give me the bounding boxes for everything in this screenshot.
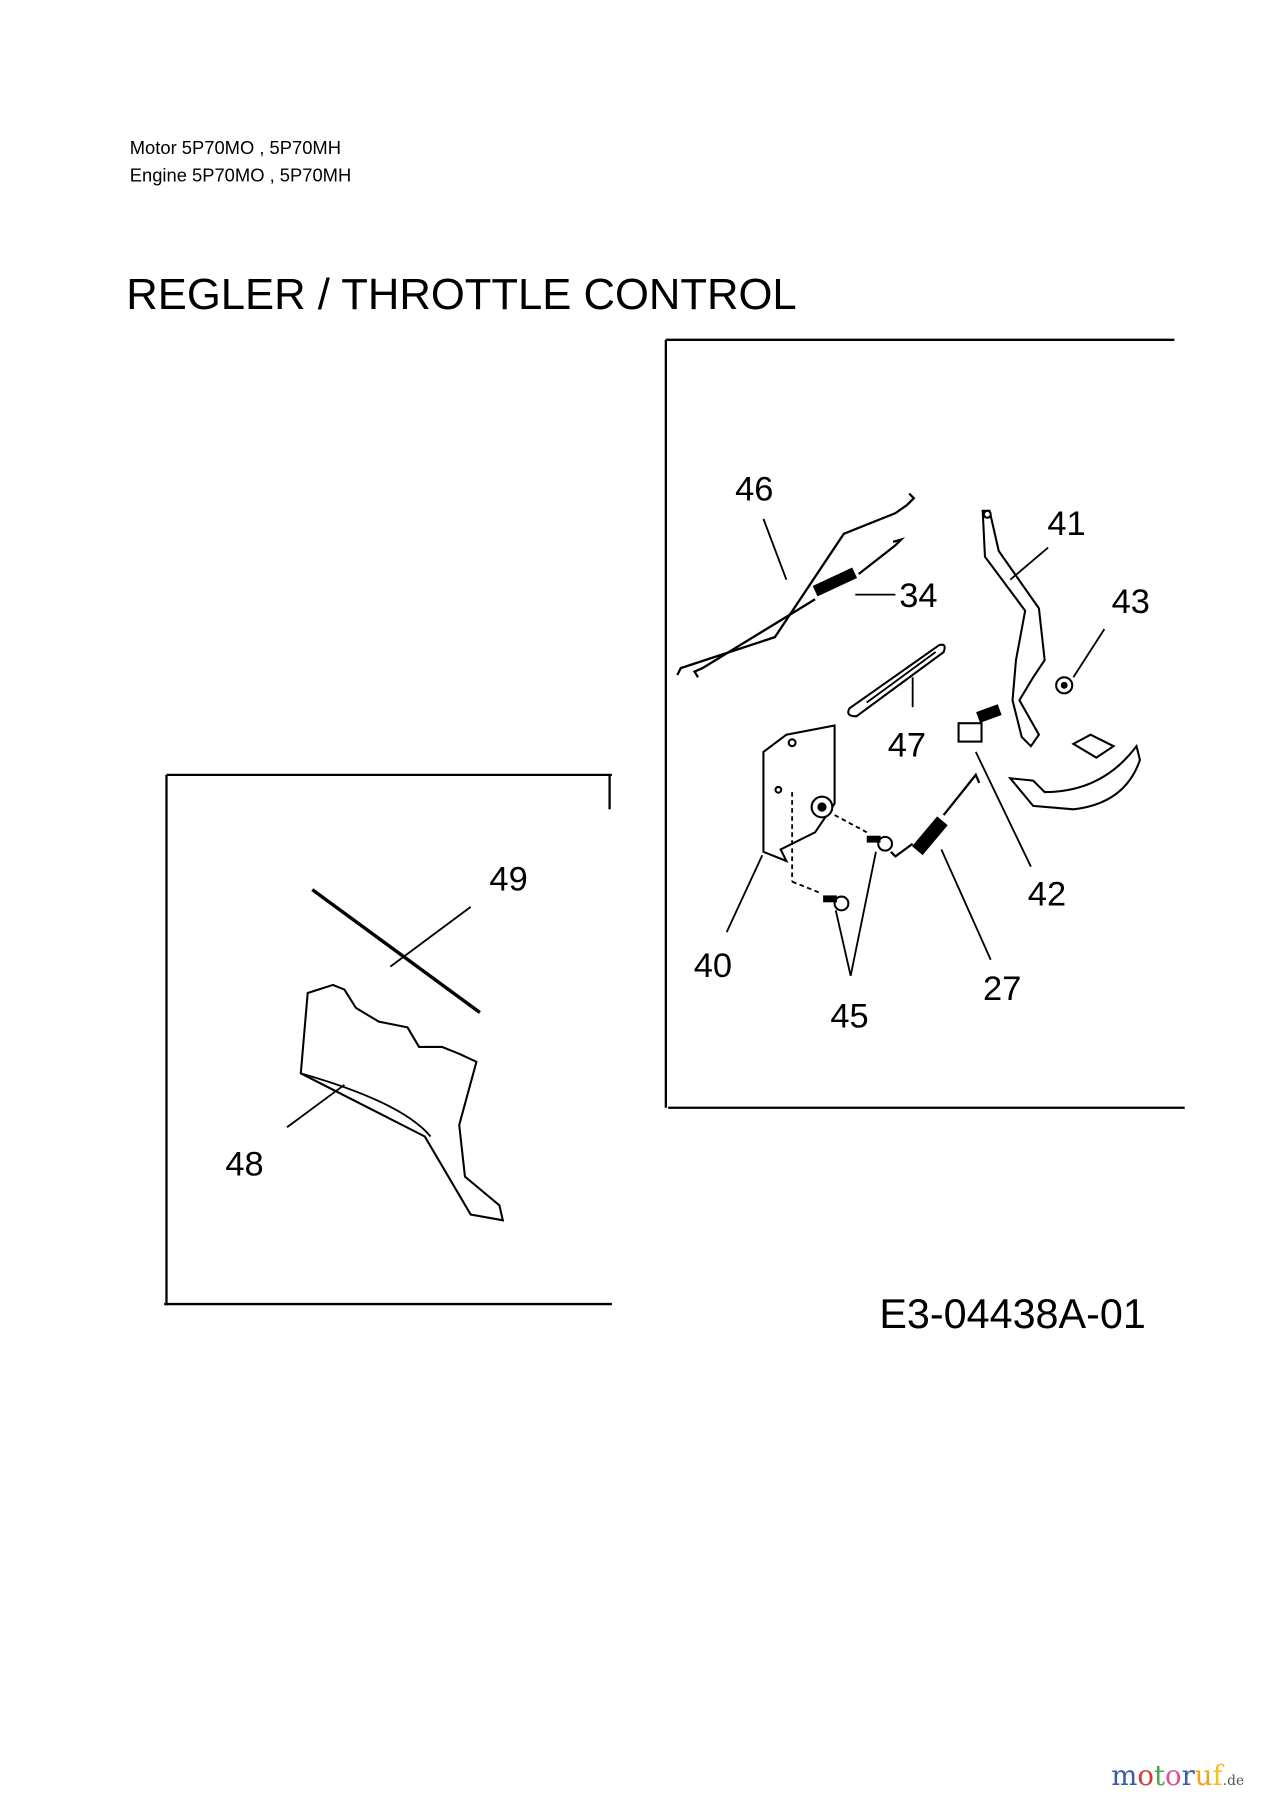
callout-27: 27 — [983, 970, 1021, 1008]
callout-48: 48 — [225, 1145, 263, 1183]
page-title: REGLER / THROTTLE CONTROL — [126, 271, 796, 319]
callout-41: 41 — [1047, 505, 1085, 543]
callout-34: 34 — [899, 577, 937, 615]
part-43-nut — [1055, 676, 1074, 695]
watermark-logo: motoruf.de — [1111, 1760, 1244, 1792]
callout-49: 49 — [489, 861, 527, 899]
part-47-link — [847, 643, 946, 718]
part-34-spring-rod — [692, 537, 906, 678]
callout-45: 45 — [830, 997, 868, 1035]
leader-lines — [286, 518, 1106, 1129]
left-frame — [164, 773, 612, 1306]
svg-text:motoruf.de: motoruf.de — [1111, 1760, 1244, 1792]
part-45-bolts — [823, 835, 894, 912]
callout-42: 42 — [1028, 876, 1066, 914]
model-line-engine: Engine 5P70MO , 5P70MH — [130, 164, 351, 185]
callout-46: 46 — [735, 470, 773, 508]
part-42-screw — [957, 704, 1002, 743]
part-bracket-curved — [1007, 733, 1142, 811]
right-frame — [664, 338, 1185, 1109]
part-46-governor-rod — [676, 492, 916, 676]
part-27-spring — [890, 772, 981, 858]
callout-43: 43 — [1112, 583, 1150, 621]
part-40-plate — [762, 724, 868, 894]
model-line-motor: Motor 5P70MO , 5P70MH — [130, 137, 341, 158]
part-48-guide — [299, 983, 505, 1222]
drawing-code: E3-04438A-01 — [879, 1291, 1145, 1337]
part-49-rod — [311, 888, 481, 1014]
callout-47: 47 — [888, 726, 926, 764]
callout-40: 40 — [694, 947, 732, 985]
part-41-throttle-lever — [981, 509, 1046, 748]
